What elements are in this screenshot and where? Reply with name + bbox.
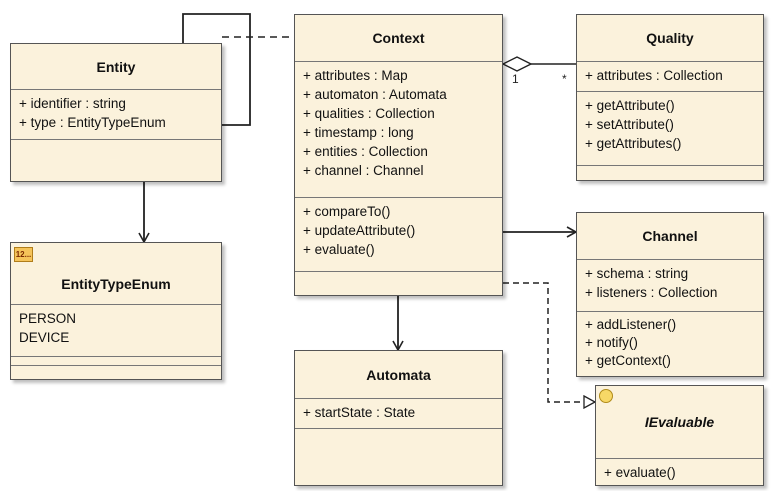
class-name: EntityTypeEnum bbox=[11, 243, 221, 305]
attribute: + timestamp : long bbox=[303, 125, 414, 140]
multiplicity-many: * bbox=[562, 72, 567, 86]
class-automata[interactable]: Automata + startState : State bbox=[294, 350, 503, 486]
attributes-section: + schema : string + listeners : Collecti… bbox=[577, 260, 763, 312]
enum-literal: DEVICE bbox=[19, 330, 70, 345]
attribute: + automaton : Automata bbox=[303, 87, 447, 102]
operations-section bbox=[11, 366, 221, 378]
empty-section bbox=[577, 166, 763, 180]
attribute: + schema : string bbox=[585, 266, 689, 281]
operations-section: + addListener() + notify() + getContext(… bbox=[577, 312, 763, 376]
class-name: Entity bbox=[11, 44, 221, 90]
operation: + evaluate() bbox=[303, 242, 375, 257]
operations-section bbox=[295, 429, 502, 484]
context-ievaluable-realization bbox=[503, 282, 595, 402]
enumeration-icon: 12... bbox=[14, 247, 33, 262]
operations-section: + getAttribute() + setAttribute() + getA… bbox=[577, 92, 763, 166]
class-name: Quality bbox=[577, 15, 763, 62]
class-name: Automata bbox=[295, 351, 502, 399]
interface-icon bbox=[599, 389, 613, 403]
operations-section: + evaluate() bbox=[596, 459, 763, 485]
aggregation-diamond bbox=[501, 56, 533, 72]
class-name: Channel bbox=[577, 213, 763, 260]
attributes-section: + attributes : Map + automaton : Automat… bbox=[295, 62, 502, 198]
operation: + getAttribute() bbox=[585, 98, 675, 113]
operation: + setAttribute() bbox=[585, 117, 674, 132]
attribute: + type : EntityTypeEnum bbox=[19, 115, 166, 130]
class-entity[interactable]: Entity + identifier : string + type : En… bbox=[10, 43, 222, 182]
attributes-section: + attributes : Collection bbox=[577, 62, 763, 92]
entity-context-association bbox=[182, 13, 251, 126]
attribute: + identifier : string bbox=[19, 96, 126, 111]
interface-ievaluable[interactable]: IEvaluable + evaluate() bbox=[595, 385, 764, 486]
empty-section bbox=[295, 272, 502, 294]
class-context[interactable]: Context + attributes : Map + automaton :… bbox=[294, 14, 503, 296]
attribute: + startState : State bbox=[303, 405, 416, 420]
enum-literal: PERSON bbox=[19, 311, 77, 326]
attributes-section: + startState : State bbox=[295, 399, 502, 429]
attribute: + listeners : Collection bbox=[585, 285, 718, 300]
attributes-section bbox=[11, 357, 221, 366]
operations-section: + compareTo() + updateAttribute() + eval… bbox=[295, 198, 502, 272]
class-name: Context bbox=[295, 15, 502, 62]
enum-entitytypeenum[interactable]: 12... EntityTypeEnum PERSON DEVICE bbox=[10, 242, 222, 380]
multiplicity-one: 1 bbox=[512, 72, 519, 86]
class-channel[interactable]: Channel + schema : string + listeners : … bbox=[576, 212, 764, 377]
operation: + compareTo() bbox=[303, 204, 391, 219]
attribute: + entities : Collection bbox=[303, 144, 428, 159]
operation: + notify() bbox=[585, 335, 638, 350]
attribute: + channel : Channel bbox=[303, 163, 424, 178]
attribute: + qualities : Collection bbox=[303, 106, 435, 121]
attribute: + attributes : Collection bbox=[585, 68, 723, 83]
class-quality[interactable]: Quality + attributes : Collection + getA… bbox=[576, 14, 764, 181]
operations-section bbox=[11, 140, 221, 180]
operation: + evaluate() bbox=[604, 465, 676, 480]
operation: + updateAttribute() bbox=[303, 223, 416, 238]
attribute: + attributes : Map bbox=[303, 68, 408, 83]
operation: + getContext() bbox=[585, 353, 671, 368]
operation: + addListener() bbox=[585, 317, 677, 332]
interface-name: IEvaluable bbox=[596, 386, 763, 459]
attributes-section: + identifier : string + type : EntityTyp… bbox=[11, 90, 221, 140]
literals-section: PERSON DEVICE bbox=[11, 305, 221, 357]
operation: + getAttributes() bbox=[585, 136, 682, 151]
